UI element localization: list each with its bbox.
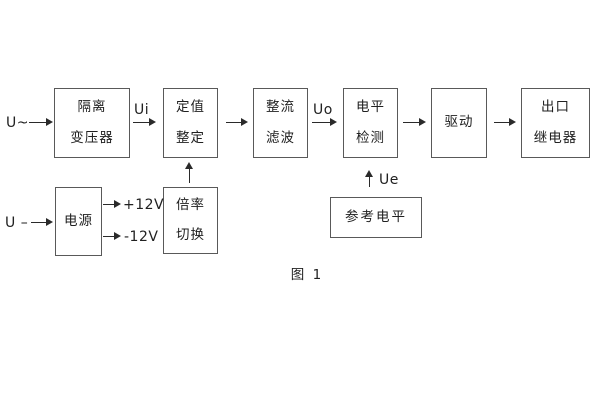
arrow-power-minus12v xyxy=(103,232,121,241)
arrow-power-plus12v xyxy=(103,200,121,209)
arrow-ratio-to-setpoint xyxy=(185,162,194,183)
block-output-relay: 出口 继电器 xyxy=(521,88,590,158)
block-line: 电平 xyxy=(356,99,385,115)
block-line: 电源 xyxy=(64,212,93,229)
block-isolation-transformer: 隔离 变压器 xyxy=(54,88,130,158)
block-line: 整定 xyxy=(176,129,205,146)
arrow-reference-to-level xyxy=(365,170,374,187)
label-plus12v: +12V xyxy=(123,197,165,213)
block-line: 变压器 xyxy=(70,129,114,146)
block-driver: 驱动 xyxy=(431,88,487,158)
label-u-dc: U – xyxy=(5,215,29,231)
label-ue: Ue xyxy=(379,172,399,188)
block-setpoint-adjust: 定值 整定 xyxy=(163,88,218,158)
block-reference-level: 参考电平 xyxy=(330,197,422,238)
block-line: 倍率 xyxy=(176,196,205,213)
label-uo: Uo xyxy=(313,102,333,118)
block-line: 整流 xyxy=(266,99,295,115)
block-line: 切换 xyxy=(176,227,205,243)
block-line: 驱动 xyxy=(444,114,474,131)
block-power-supply: 电源 xyxy=(55,187,102,256)
label-minus12v: -12V xyxy=(124,229,159,245)
block-rectify-filter: 整流 滤波 xyxy=(253,88,308,158)
block-ratio-switch: 倍率 切换 xyxy=(163,187,218,254)
label-u-ac: U~ xyxy=(6,115,29,131)
label-ui: Ui xyxy=(134,102,150,118)
block-line: 参考电平 xyxy=(345,208,407,225)
block-line: 滤波 xyxy=(266,129,295,146)
block-line: 出口 xyxy=(541,99,570,115)
block-line: 定值 xyxy=(176,99,205,115)
arrow-rectify-to-level xyxy=(312,118,337,127)
block-line: 隔离 xyxy=(77,99,107,115)
block-line: 检测 xyxy=(356,129,385,146)
arrow-udc-to-power xyxy=(31,218,53,227)
block-level-detect: 电平 检测 xyxy=(343,88,398,158)
figure-caption: 图 1 xyxy=(290,267,324,283)
block-line: 继电器 xyxy=(533,129,578,146)
arrow-uac-to-isolation xyxy=(29,118,53,127)
arrow-level-to-driver xyxy=(403,118,426,127)
arrow-setpoint-to-rectify xyxy=(226,118,248,127)
arrow-driver-to-relay xyxy=(494,118,516,127)
arrow-isolation-to-setpoint xyxy=(133,118,156,127)
